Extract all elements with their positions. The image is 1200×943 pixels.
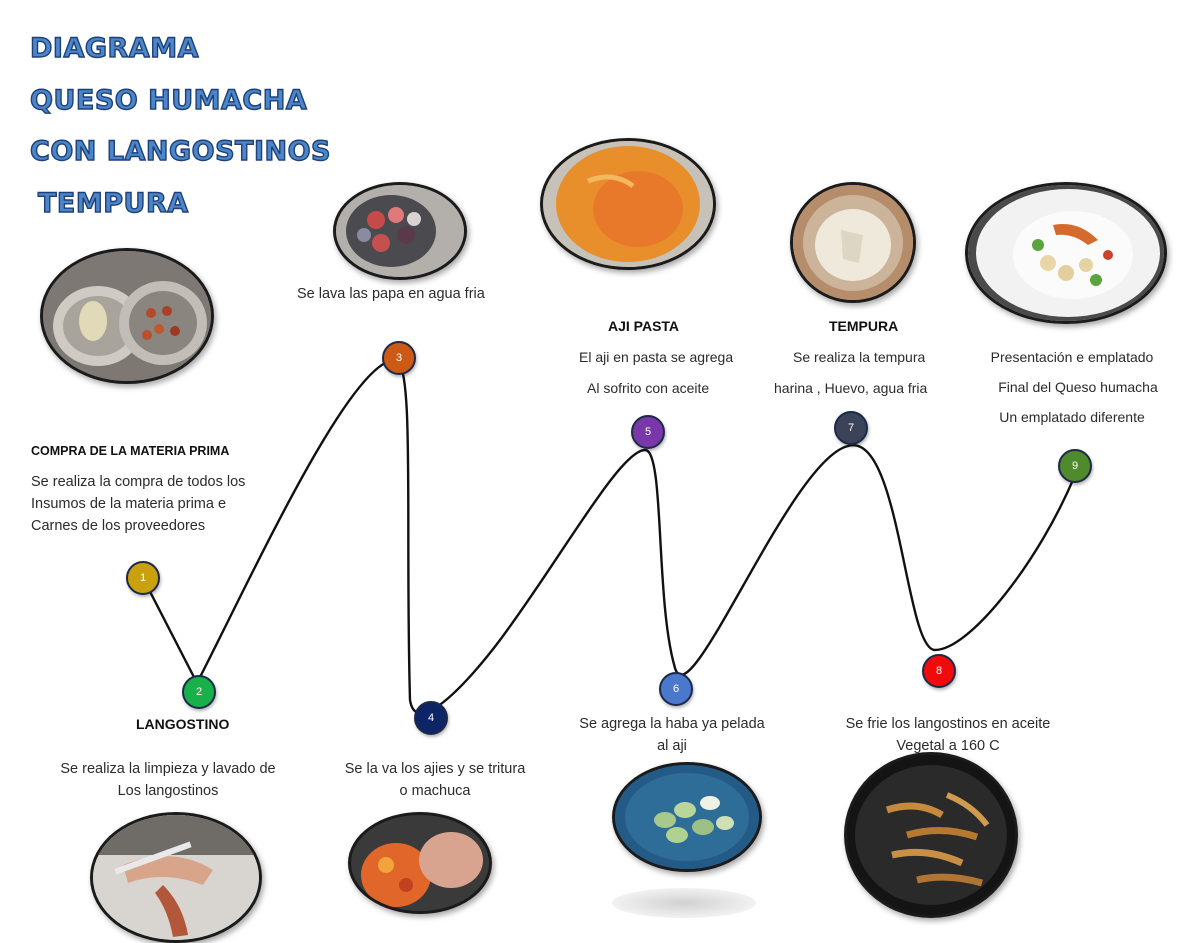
photo-step-9 bbox=[965, 182, 1167, 324]
step-4-line-1: Se la va los ajies y se tritura bbox=[344, 761, 526, 777]
tempura-bowl-icon bbox=[793, 185, 913, 300]
step-2-line-1: Se realiza la limpieza y lavado de bbox=[60, 761, 276, 777]
step-node-2: 2 bbox=[182, 675, 216, 709]
step-node-4: 4 bbox=[414, 701, 448, 735]
step-1-line-3: Carnes de los proveedores bbox=[31, 518, 206, 534]
photo-step-4 bbox=[348, 812, 492, 914]
step-5-line-1: El aji en pasta se agrega bbox=[579, 349, 734, 365]
step-1-line-1: Se realiza la compra de todos los bbox=[31, 474, 246, 490]
bowls-icon bbox=[43, 251, 211, 381]
step-8-line-2: Vegetal a 160 C bbox=[896, 738, 1000, 754]
photo-step-6 bbox=[612, 762, 762, 872]
step-node-8: 8 bbox=[922, 654, 956, 688]
step-9-line-2: Final del Queso humacha bbox=[998, 379, 1158, 395]
photo-step-7 bbox=[790, 182, 916, 303]
langostino-cleaning-icon bbox=[93, 815, 259, 940]
step-node-5: 5 bbox=[631, 415, 665, 449]
title-line-4: TEMPURA bbox=[37, 187, 189, 219]
step-1-line-2: Insumos de la materia prima e bbox=[31, 496, 227, 512]
photo-step-8 bbox=[844, 752, 1018, 918]
step-5-heading: AJI PASTA bbox=[608, 318, 680, 334]
habas-icon bbox=[615, 765, 759, 869]
frying-icon bbox=[847, 755, 1015, 915]
step-9-line-1: Presentación e emplatado bbox=[990, 349, 1154, 365]
step-2-heading: LANGOSTINO bbox=[136, 716, 230, 732]
step-node-9: 9 bbox=[1058, 449, 1092, 483]
step-8-line-1: Se frie los langostinos en aceite bbox=[845, 716, 1051, 732]
step-9-line-3: Un emplatado diferente bbox=[999, 409, 1145, 425]
photo-step-1 bbox=[40, 248, 214, 384]
potatoes-pot-icon bbox=[336, 185, 464, 277]
title-line-2: QUESO HUMACHA bbox=[29, 84, 308, 116]
plated-dish-icon bbox=[968, 185, 1164, 321]
step-5-line-2: Al sofrito con aceite bbox=[587, 380, 710, 396]
aji-paste-icon bbox=[543, 141, 713, 267]
photo-step-5 bbox=[540, 138, 716, 270]
photo-shadow bbox=[612, 888, 756, 918]
crushing-ajies-icon bbox=[351, 815, 489, 911]
step-2-line-2: Los langostinos bbox=[117, 783, 219, 799]
title-line-3: CON LANGOSTINOS bbox=[29, 135, 331, 167]
step-7-heading: TEMPURA bbox=[829, 318, 899, 334]
step-node-7: 7 bbox=[834, 411, 868, 445]
step-7-line-2: harina , Huevo, agua fria bbox=[774, 380, 928, 396]
photo-step-3 bbox=[333, 182, 467, 280]
step-node-6: 6 bbox=[659, 672, 693, 706]
step-6-line-2: al aji bbox=[657, 738, 687, 754]
title-line-1: DIAGRAMA bbox=[29, 32, 199, 64]
step-7-line-1: Se realiza la tempura bbox=[793, 349, 926, 365]
step-3-line-1: Se lava las papa en agua fria bbox=[297, 286, 485, 302]
step-node-1: 1 bbox=[126, 561, 160, 595]
step-6-line-1: Se agrega la haba ya pelada bbox=[579, 716, 765, 732]
step-1-heading: COMPRA DE LA MATERIA PRIMA bbox=[31, 444, 230, 458]
photo-step-2 bbox=[90, 812, 262, 943]
step-4-line-2: o machuca bbox=[399, 783, 471, 799]
step-node-3: 3 bbox=[382, 341, 416, 375]
